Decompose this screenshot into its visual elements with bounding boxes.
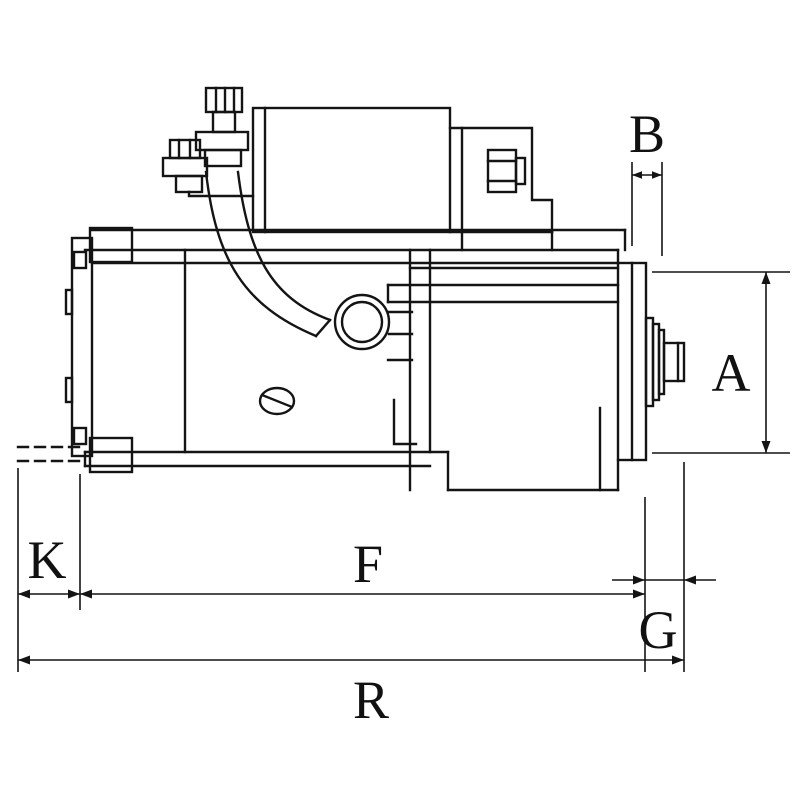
gear-housing — [386, 248, 620, 492]
terminal-cluster — [161, 86, 255, 198]
dimension-label-a: A — [712, 343, 751, 403]
hidden-shaft-lines — [16, 445, 86, 463]
dimension-label-g: G — [639, 600, 678, 660]
dimension-label-k: K — [28, 530, 67, 590]
dimension-label-f: F — [353, 534, 383, 594]
field-cable — [204, 170, 332, 338]
mounting-flange — [616, 261, 648, 462]
end-cap — [64, 226, 134, 474]
dimension-labels: B A K F G R — [28, 104, 751, 730]
dimension-arrowheads — [18, 171, 771, 665]
starter-motor-drawing — [16, 86, 686, 492]
dimension-lines — [17, 162, 790, 672]
dimension-label-r: R — [353, 670, 389, 730]
dimension-label-b: B — [629, 104, 665, 164]
screw-head — [258, 386, 296, 416]
output-shaft — [644, 316, 686, 408]
